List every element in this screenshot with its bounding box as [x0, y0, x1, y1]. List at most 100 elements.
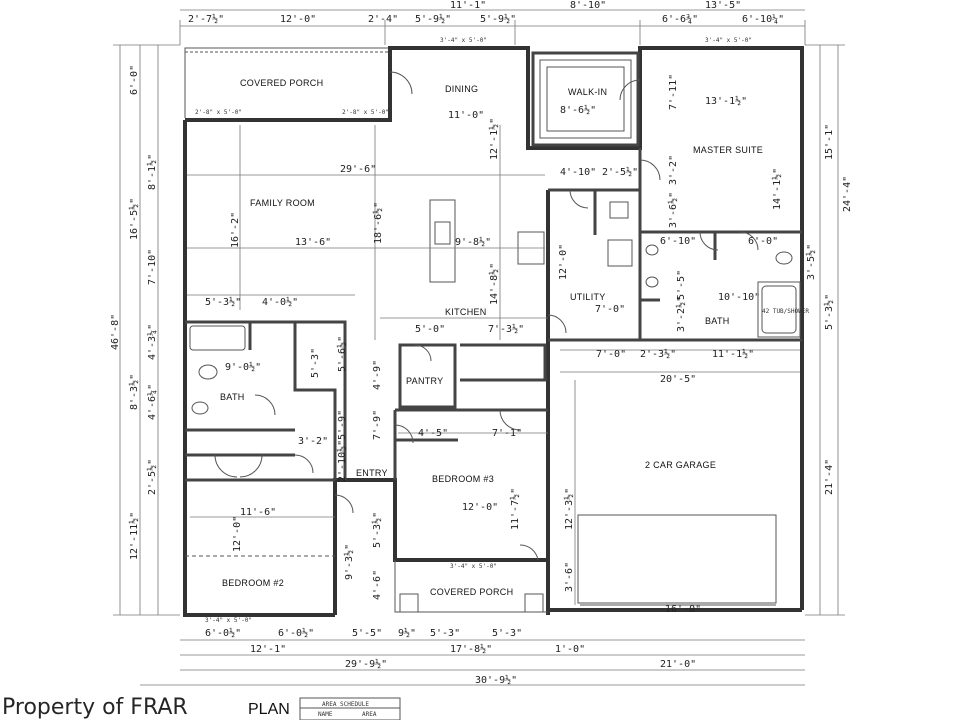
dim-7-3: 7'-3½"	[488, 323, 524, 335]
area-col-name: NAME	[318, 711, 333, 718]
bottom-dim-r2-2: 1'-0"	[555, 644, 585, 655]
top-dim-1: 12'-0"	[280, 14, 316, 25]
dim-12-0: 12'-0"	[558, 244, 569, 280]
dim-6-10: 6'-10"	[660, 236, 696, 247]
dim-18-6: 18'-6½"	[372, 202, 384, 244]
family-dim: 13'-6"	[295, 237, 331, 248]
dim-14-8: 14'-8½"	[488, 263, 500, 305]
dim-3-6b: 3'-6"	[564, 562, 575, 592]
master-bath-dim: 10'-10"	[718, 292, 760, 303]
window-label-2: 3'-4" x 5'-0"	[440, 37, 487, 44]
bottom-dim-r2-0: 12'-1"	[250, 644, 286, 655]
exterior-walls	[183, 46, 804, 617]
utility-label: UTILITY	[570, 292, 606, 302]
bottom-dim-1: 6'-0½"	[278, 627, 314, 639]
area-col-area: AREA	[362, 711, 377, 718]
dim-11-1: 11'-1½"	[712, 348, 754, 360]
bottom-dim-5: 5'-3"	[492, 628, 522, 639]
dim-5-9: 5'-9"	[337, 410, 348, 440]
dim-3-2c: 3'-2½"	[675, 296, 687, 332]
area-schedule-label: AREA SCHEDULE	[322, 701, 369, 708]
exterior-dimension-lines	[113, 9, 845, 686]
dim-12-0b: 12'-0"	[232, 516, 243, 552]
dim-9-0: 9'-0½"	[225, 361, 261, 373]
bottom-dim-total: 30'-9½"	[475, 674, 517, 686]
window-label-5: 3'-4" x 5'-0"	[205, 617, 252, 624]
window-labels: 2'-8" x 5'-0" 2'-8" x 5'-0" 3'-4" x 5'-0…	[195, 37, 752, 624]
dim-7-9: 7'-9"	[372, 410, 383, 440]
bedroom2-dim: 11'-6"	[240, 507, 276, 518]
dim-4-6: 4'-6"	[372, 570, 383, 600]
top-dim-4: 5'-9½"	[480, 13, 516, 25]
hall-bath-label: BATH	[220, 392, 245, 402]
bottom-dim-2: 5'-5"	[352, 628, 382, 639]
walkin-dim: 8'-6½"	[560, 104, 596, 116]
top-dim-r2-2: 13'-5"	[705, 0, 741, 11]
top-dim-r2-0: 11'-1"	[450, 0, 486, 11]
dim-4-5: 4'-5"	[418, 428, 448, 439]
bedroom3-label: BEDROOM #3	[432, 474, 494, 484]
left-dim-7: 2'-5½"	[146, 459, 158, 495]
dim-2-5: 2'-5½"	[602, 166, 638, 178]
master-suite-label: MASTER SUITE	[693, 145, 763, 155]
window-label-0: 2'-8" x 5'-0"	[195, 109, 242, 116]
dim-4-0: 4'-0½"	[262, 296, 298, 308]
fixtures	[191, 201, 793, 415]
left-dim-2: 16'-5½"	[128, 198, 140, 240]
left-dim-6: 4'-6¼"	[146, 384, 158, 420]
garage-dim: 20'-5"	[660, 374, 696, 385]
bottom-dim-4: 5'-3"	[430, 628, 460, 639]
bottom-dims: 6'-0½" 6'-0½" 5'-5" 9½" 5'-3" 5'-3" 12'-…	[205, 627, 696, 686]
dim-7-0b: 7'-0"	[596, 349, 626, 360]
covered-porch-top-label: COVERED PORCH	[240, 78, 323, 88]
dim-4-9: 4'-9"	[372, 360, 383, 390]
room-labels: COVERED PORCH DINING 11'-0" WALK-IN 8'-6…	[220, 78, 809, 597]
dim-3-2b: 3'-2"	[298, 436, 328, 447]
bedroom2-label: BEDROOM #2	[222, 578, 284, 588]
right-dim-3: 5'-3½"	[823, 294, 835, 330]
interior-dimension-lines	[187, 125, 800, 518]
walkin-label: WALK-IN	[568, 87, 607, 97]
left-dim-4: 4'-3¼"	[146, 324, 158, 360]
master-dim: 13'-1½"	[705, 95, 747, 107]
left-dim-0: 6'-0"	[129, 65, 140, 95]
dim-7-11: 7'-11"	[668, 74, 679, 110]
top-dim-5: 6'-6¾"	[662, 13, 698, 25]
master-dim-v: 14'-1½"	[771, 168, 783, 210]
left-dim-1: 8'-1½"	[146, 154, 158, 190]
watermark-text: Property of FRAR	[2, 695, 188, 720]
top-dim-r2-1: 8'-10"	[570, 0, 606, 11]
dim-29-6: 29'-6"	[340, 164, 376, 175]
dim-6-0: 6'-0"	[748, 236, 778, 247]
window-label-4: 3'-4" x 5'-0"	[450, 563, 497, 570]
dim-3-6: 3'-6½"	[667, 192, 679, 228]
dim-4-10: 4'-10"	[560, 167, 596, 178]
bedroom3-dim: 12'-0"	[462, 502, 498, 513]
bottom-dim-0: 6'-0½"	[205, 627, 241, 639]
interior-walls	[185, 51, 802, 613]
entry-label: ENTRY	[356, 468, 388, 478]
top-dim-2: 2'-4"	[368, 14, 398, 25]
left-dim-8: 12'-11½"	[128, 512, 140, 560]
right-dim-1: 24'-4"	[842, 176, 853, 212]
dim-5-3c: 5'-3"	[310, 348, 321, 378]
kitchen-label: KITCHEN	[445, 307, 487, 317]
dim-12-1: 12'-1½"	[488, 118, 500, 160]
vertical-room-dims: 16'-2" 14'-1½"	[230, 168, 783, 248]
dim-5-3: 5'-3½"	[205, 296, 241, 308]
top-dim-3: 5'-9½"	[415, 13, 451, 25]
pantry-label: PANTRY	[406, 376, 443, 386]
title-block: PLAN AREA SCHEDULE NAME AREA	[248, 697, 401, 720]
right-dim-4: 21'-4"	[824, 459, 835, 495]
family-dim-v: 16'-2"	[230, 212, 241, 248]
dim-2-3: 2'-3½"	[640, 348, 676, 360]
dim-12-3: 12'-3½"	[563, 488, 575, 530]
dim-5-0: 5'-0"	[415, 324, 445, 335]
dim-9-8: 9'-8½"	[455, 236, 491, 248]
dim-11-7: 11'-7½"	[509, 488, 521, 530]
window-label-3: 3'-4" x 5'-0"	[705, 37, 752, 44]
garage-label: 2 CAR GARAGE	[645, 460, 716, 470]
dim-9-3: 9'-3½"	[343, 544, 355, 580]
dim-7-0: 7'-0"	[595, 304, 625, 315]
